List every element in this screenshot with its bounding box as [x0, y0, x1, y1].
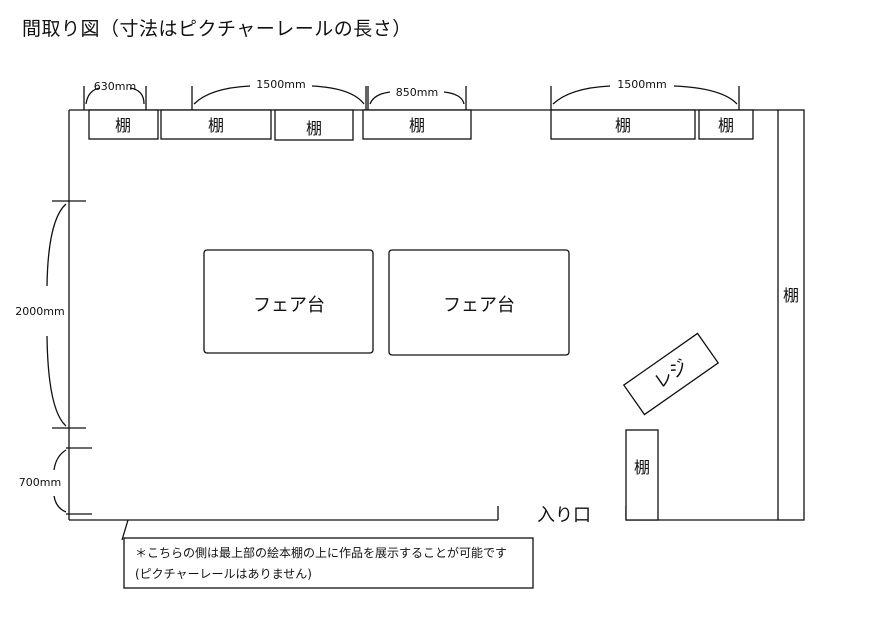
fair-table-label: フェア台	[253, 295, 325, 316]
shelf-entrance: 棚	[625, 429, 659, 521]
shelf-label: 棚	[634, 458, 650, 477]
dimension-label-top-3: 850mm	[396, 86, 438, 99]
dimension-left-1: 2000mm	[15, 200, 86, 429]
shelf-top-4: 棚	[362, 109, 472, 140]
shelf-top-1: 棚	[88, 109, 159, 140]
dimension-top-2: 1500mm	[191, 78, 367, 110]
dimension-top-1: 630mm	[83, 80, 147, 110]
dimension-label-top-4: 1500mm	[617, 78, 666, 91]
shelf-label: 棚	[718, 116, 734, 135]
shelf-top-5: 棚	[550, 109, 696, 140]
shelf-label: 棚	[115, 116, 131, 135]
fair-table-label: フェア台	[443, 295, 515, 316]
dimension-top-3: 850mm	[367, 86, 467, 110]
shelf-label: 棚	[615, 116, 631, 135]
dimension-left-2: 700mm	[19, 447, 92, 515]
fair-table-1: フェア台	[203, 249, 374, 354]
shelf-label: 棚	[306, 119, 322, 138]
note-line-2: (ピクチャーレールはありません)	[135, 567, 312, 581]
shelf-top-6: 棚	[698, 109, 754, 140]
shelf-top-2: 棚	[160, 109, 272, 140]
dimension-label-top-2: 1500mm	[256, 78, 305, 91]
dimension-label-left-1: 2000mm	[15, 305, 64, 318]
diagram-title: 間取り図（寸法はピクチャーレールの長さ）	[22, 18, 412, 40]
shelf-label: 棚	[208, 116, 224, 135]
shelf-label: 棚	[783, 286, 799, 305]
fair-table-2: フェア台	[388, 249, 570, 356]
note-line-1: ＊こちらの側は最上部の絵本棚の上に作品を展示することが可能です	[135, 545, 507, 560]
register: レジ	[622, 332, 720, 416]
shelf-label: 棚	[409, 116, 425, 135]
dimension-top-4: 1500mm	[550, 78, 740, 110]
shelf-top-3: 棚	[274, 109, 354, 141]
note-callout: ＊こちらの側は最上部の絵本棚の上に作品を展示することが可能です (ピクチャーレー…	[121, 519, 534, 589]
shelf-right: 棚	[777, 109, 805, 521]
dimension-label-left-2: 700mm	[19, 476, 61, 489]
dimension-label-top-1: 630mm	[94, 80, 136, 93]
entrance-label: 入り口	[537, 505, 591, 526]
